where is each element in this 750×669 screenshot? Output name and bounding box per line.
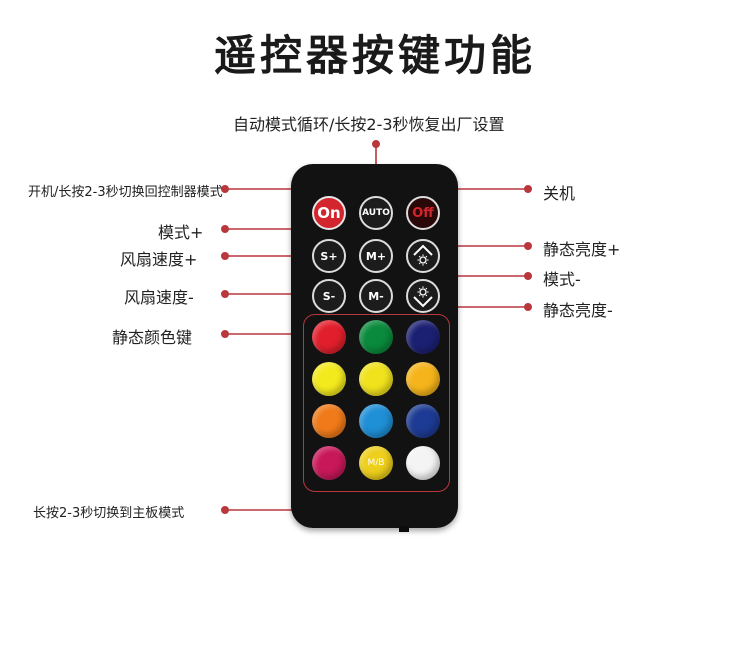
color-key-pink[interactable] bbox=[312, 446, 346, 480]
brightness-down-button[interactable] bbox=[406, 279, 440, 313]
mode-plus-button[interactable]: M+ bbox=[359, 239, 393, 273]
label-off: 关机 bbox=[543, 184, 576, 203]
speed-plus-button[interactable]: S+ bbox=[312, 239, 346, 273]
color-key-yellow[interactable] bbox=[312, 362, 346, 396]
label-brightness-plus: 静态亮度+ bbox=[543, 240, 621, 259]
auto-button[interactable]: AUTO bbox=[359, 196, 393, 230]
label-static-color: 静态颜色键 bbox=[112, 328, 193, 347]
off-button[interactable]: Off bbox=[406, 196, 440, 230]
mb-label: M/B bbox=[367, 458, 385, 468]
color-key-orange[interactable] bbox=[312, 404, 346, 438]
speed-minus-button[interactable]: S- bbox=[312, 279, 346, 313]
on-button[interactable]: On bbox=[312, 196, 346, 230]
page-title: 遥控器按键功能 bbox=[213, 31, 536, 80]
color-key-amber[interactable] bbox=[406, 362, 440, 396]
sun-down-arrow-icon bbox=[413, 286, 433, 308]
brightness-up-button[interactable] bbox=[406, 239, 440, 273]
label-brightness-minus: 静态亮度- bbox=[543, 301, 613, 320]
mode-minus-button[interactable]: M- bbox=[359, 279, 393, 313]
remote-slot bbox=[399, 526, 409, 532]
color-key-blue[interactable] bbox=[406, 404, 440, 438]
label-mb: 长按2-3秒切换到主板模式 bbox=[33, 506, 185, 521]
label-fan-speed-plus: 风扇速度+ bbox=[120, 250, 198, 269]
sun-up-arrow-icon bbox=[413, 244, 433, 266]
mb-button[interactable]: M/B bbox=[359, 446, 393, 480]
label-auto: 自动模式循环/长按2-3秒恢复出厂设置 bbox=[233, 115, 505, 134]
color-key-navy[interactable] bbox=[406, 320, 440, 354]
color-key-red[interactable] bbox=[312, 320, 346, 354]
color-key-green[interactable] bbox=[359, 320, 393, 354]
label-mode-minus: 模式- bbox=[543, 270, 581, 289]
color-key-lemon[interactable] bbox=[359, 362, 393, 396]
label-fan-speed-minus: 风扇速度- bbox=[124, 288, 194, 307]
color-key-outline bbox=[303, 314, 450, 492]
label-mode-plus: 模式+ bbox=[158, 223, 204, 242]
color-key-sky[interactable] bbox=[359, 404, 393, 438]
color-key-white[interactable] bbox=[406, 446, 440, 480]
label-on: 开机/长按2-3秒切换回控制器模式 bbox=[28, 185, 223, 200]
